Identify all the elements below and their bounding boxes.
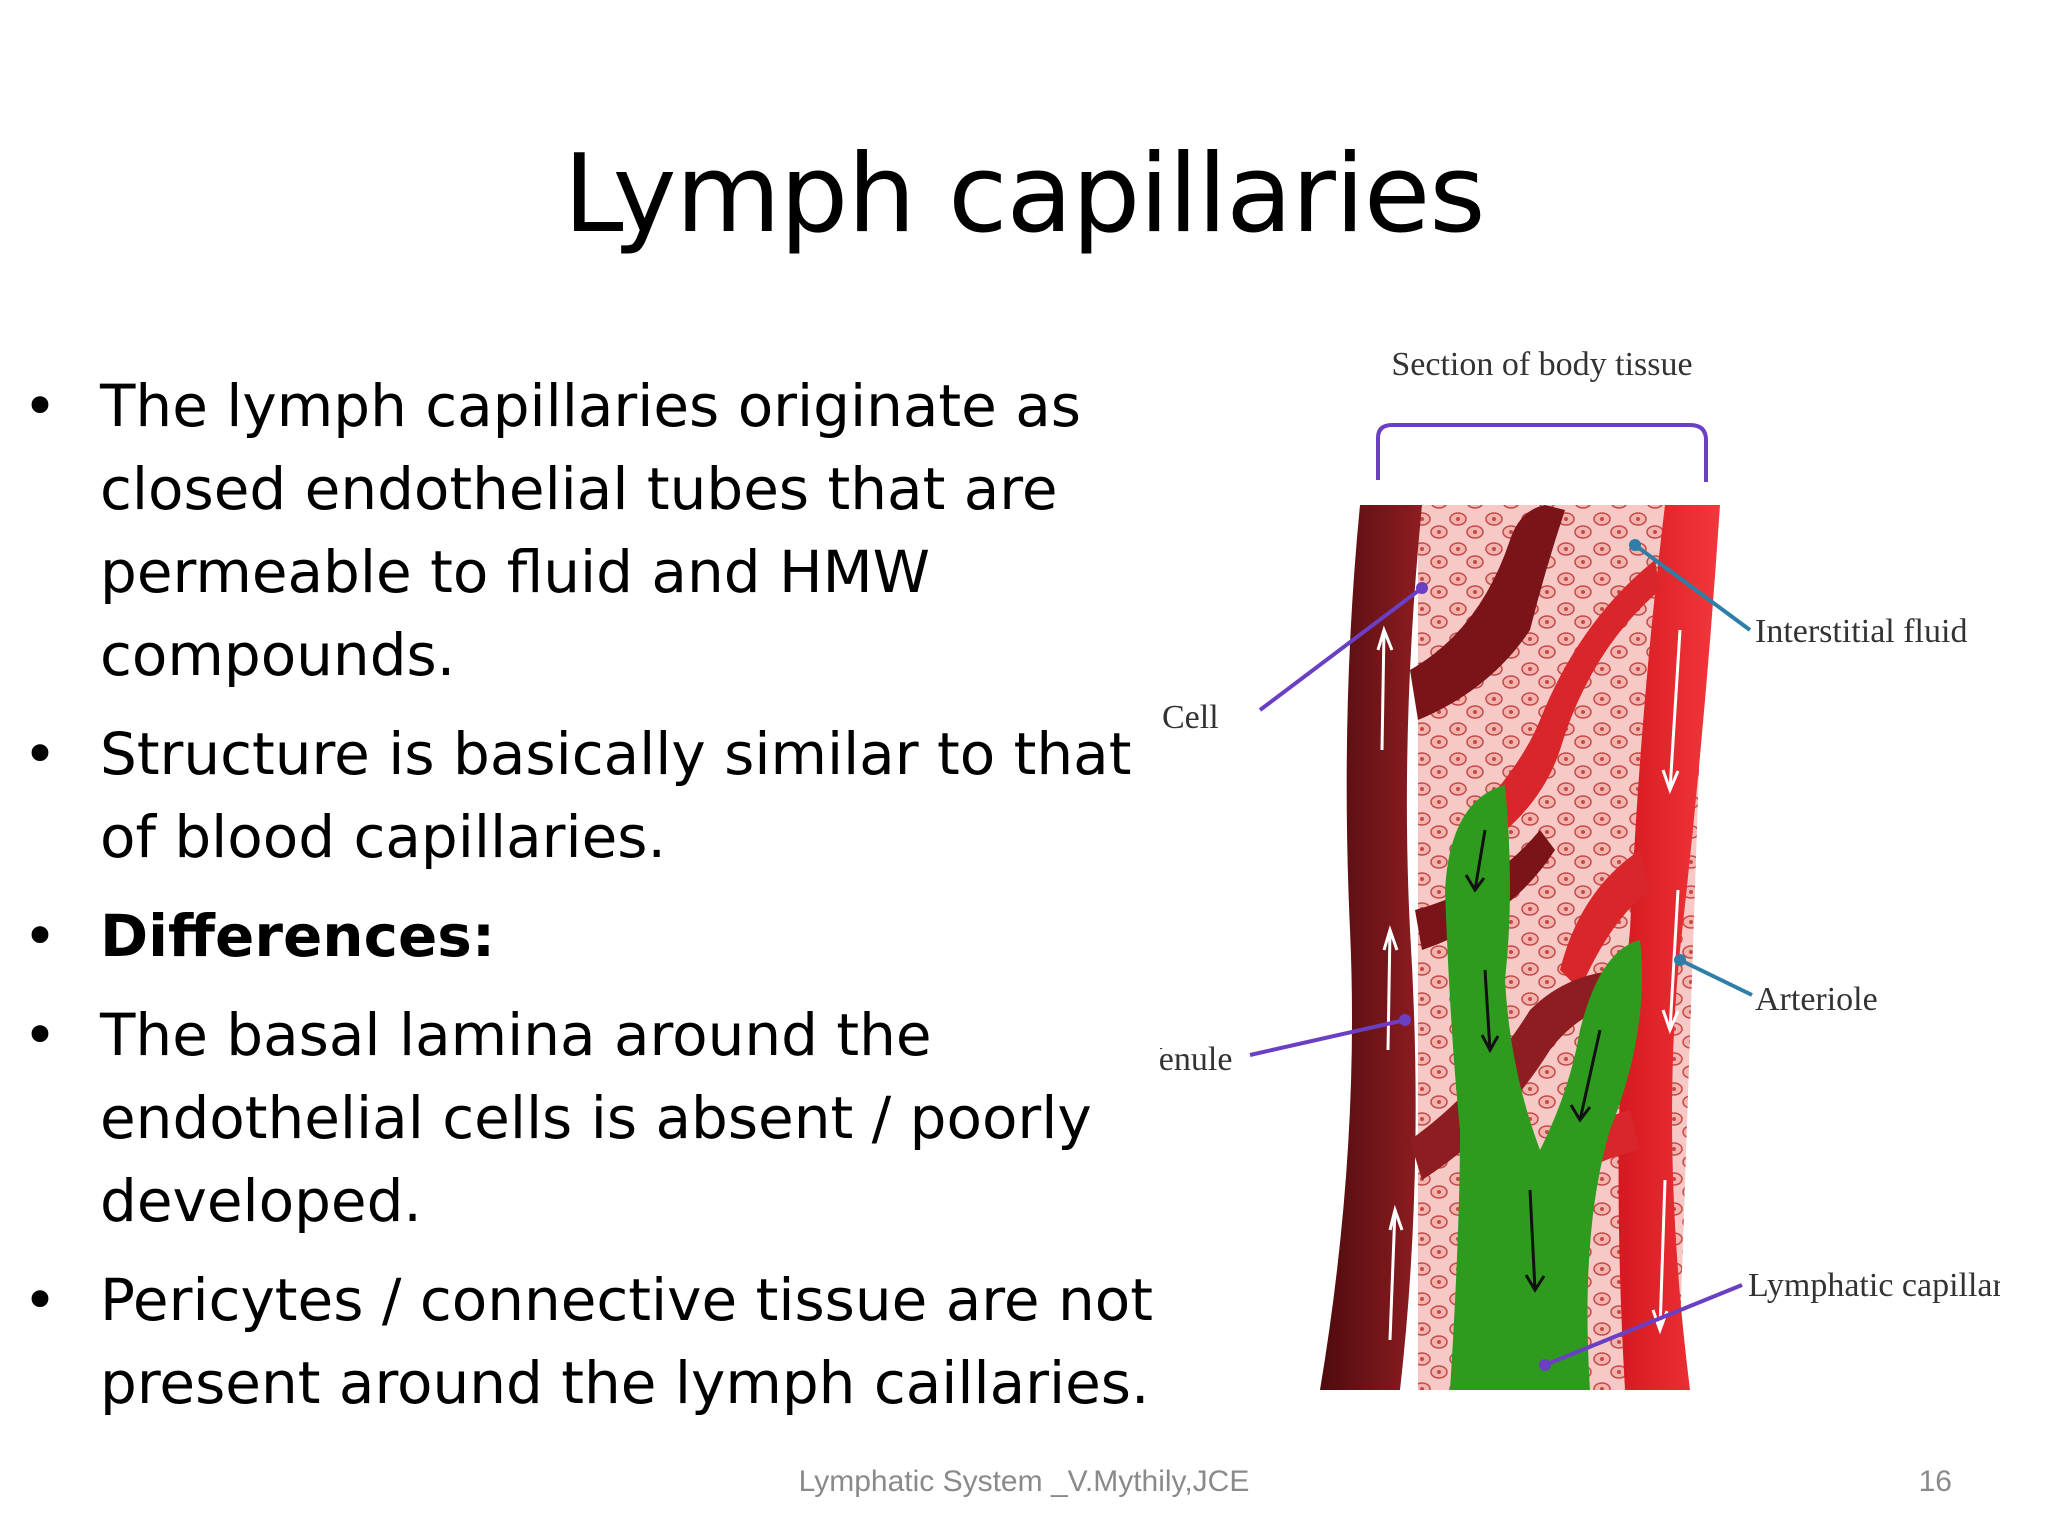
bullet-text: Structure is basically similar to that o… (100, 720, 1132, 871)
bullet-item: • Structure is basically similar to that … (20, 713, 1160, 879)
venule-vessel (1320, 505, 1422, 1390)
leader-venule-dot (1399, 1014, 1411, 1026)
bullet-item: • The basal lamina around the endothelial… (20, 994, 1160, 1243)
footer-text: Lymphatic System _V.Mythily,JCE (798, 1465, 1250, 1498)
bullet-text: Differences: (100, 902, 496, 970)
label-interstitial-fluid: Interstitial fluid (1755, 613, 1967, 650)
leader-arteriole-dot (1674, 954, 1686, 966)
leader-interstitial (1633, 543, 1752, 632)
bullet-dot: • (22, 720, 58, 788)
label-lymphatic-capillary: Lymphatic capillary (1748, 1267, 2000, 1304)
label-cell: Cell (1162, 699, 1219, 736)
bullet-item: • Differences: (20, 895, 1160, 978)
leader-venule (1249, 1018, 1406, 1057)
label-venule: Venule (1160, 1041, 1232, 1078)
capillary-diagram-svg: Section of body tissue (1160, 346, 2000, 1390)
lymphatic-capillary-vessel (1445, 785, 1642, 1390)
bullet-list: • The lymph capillaries originate as clos… (20, 365, 1160, 1441)
bullet-item: • The lymph capillaries originate as clos… (20, 365, 1160, 697)
lymph-flow-arrows (1464, 829, 1602, 1293)
leader-interstitial-dot (1629, 539, 1641, 551)
leader-lymphatic-dot (1539, 1359, 1551, 1371)
arteriole-vessel (1618, 505, 1720, 1390)
section-bracket (1376, 423, 1708, 482)
arteriole-branch (1460, 560, 1660, 850)
leader-cell-dot (1416, 582, 1428, 594)
leader-lymphatic (1544, 1283, 1743, 1367)
arteriole-branch (1560, 850, 1650, 990)
capillary-diagram: Section of body tissue (1160, 330, 2000, 1440)
bullet-dot: • (22, 902, 58, 970)
leader-arteriole (1679, 958, 1753, 997)
bullet-item: • Pericytes / connective tissue are not p… (20, 1259, 1160, 1425)
bullet-text: Pericytes / connective tissue are not pr… (100, 1266, 1153, 1417)
bullet-dot: • (22, 1001, 58, 1069)
slide-title: Lymph capillaries (563, 132, 1485, 257)
label-arteriole: Arteriole (1755, 981, 1878, 1018)
bullet-text: The lymph capillaries originate as close… (100, 372, 1081, 689)
label-section: Section of body tissue (1391, 346, 1692, 383)
bullet-dot: • (22, 372, 58, 440)
lymphatic-capillary-branch (1460, 1210, 1530, 1290)
bullet-dot: • (22, 1266, 58, 1334)
flow-arrows (1376, 625, 1682, 1341)
page-number: 16 (1918, 1465, 1952, 1498)
leader-cell (1258, 586, 1424, 712)
venule-branch (1410, 505, 1565, 720)
bullet-text: The basal lamina around the endothelial … (100, 1001, 1092, 1235)
